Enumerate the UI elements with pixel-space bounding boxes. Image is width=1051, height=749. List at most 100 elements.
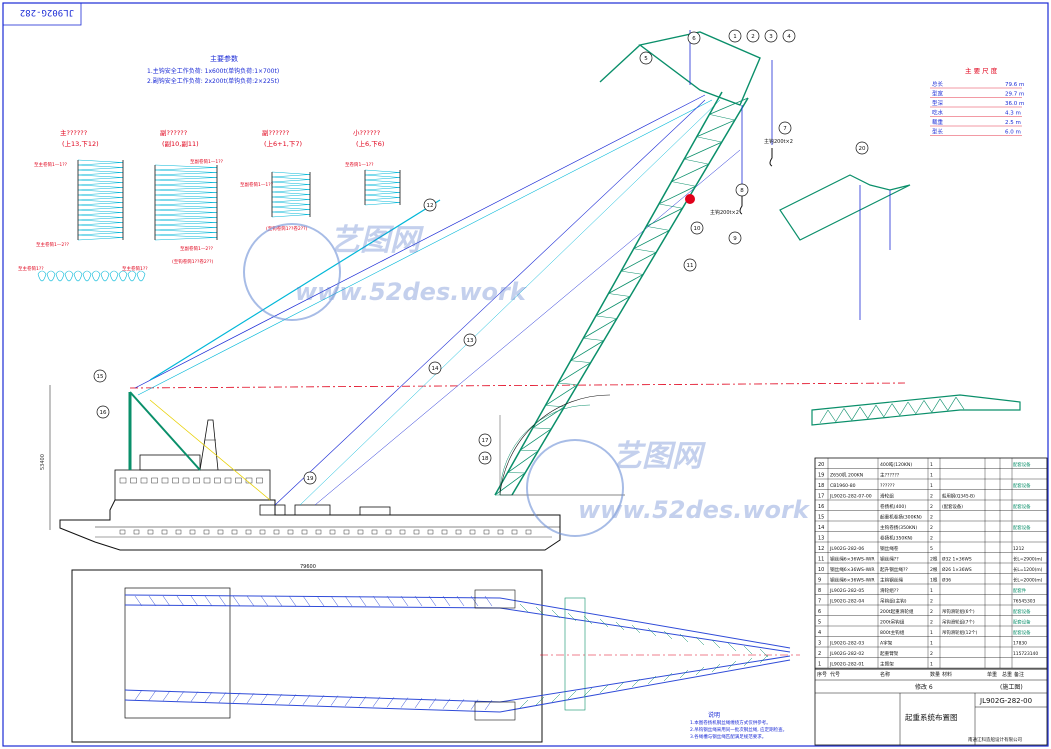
corner-code: JL902G-282	[20, 7, 74, 17]
parts-note: 17830	[1013, 641, 1027, 647]
jib-lacing-bar	[851, 406, 861, 420]
main-boom	[494, 91, 749, 496]
balloon-label: 13	[467, 338, 474, 344]
boom-lacing-bar	[583, 318, 618, 339]
parts-no: 4	[818, 630, 821, 636]
boom-lacing-bar	[608, 274, 644, 294]
plan-lacing-bar	[288, 595, 297, 607]
hull-port	[343, 529, 350, 535]
hull-port	[469, 529, 476, 535]
tag-b-top: 至副卷筒1—1??	[190, 158, 224, 165]
parts-qty: 1	[930, 630, 933, 636]
deckhouse-window	[172, 477, 179, 484]
balloon: 4	[782, 29, 796, 43]
hull-port	[441, 529, 448, 535]
parts-name: 主钩卷扬(350KN)	[880, 524, 917, 531]
parts-note: 长L=2900(m)	[1013, 556, 1043, 563]
plan-lacing-bar	[743, 657, 753, 667]
dims-row-value: 79.6 m	[1005, 82, 1024, 88]
parts-note: 配套设备	[1013, 608, 1031, 615]
plan-lacing-bar	[414, 595, 423, 607]
hook-tag-2: 主钩200t×2	[710, 209, 739, 216]
parts-material: 船用钢(Q345-B)	[942, 493, 975, 500]
parts-qty: 2	[930, 525, 933, 531]
hull-ports	[119, 529, 532, 535]
plan-lacing-bar	[176, 691, 185, 702]
balloon-circle	[690, 221, 704, 235]
plan-lacing-bar	[134, 689, 143, 701]
balloon-circle	[728, 29, 742, 43]
parts-qty: 2	[930, 651, 933, 657]
plan-lacing-bar	[148, 690, 157, 701]
reeving-loops	[37, 270, 146, 282]
hook-height-line	[129, 382, 906, 389]
reeving-wire	[77, 159, 124, 241]
deckhouse-window	[214, 477, 221, 484]
parts-note: 配套设备	[1013, 461, 1031, 468]
parts-header: 材料	[942, 671, 952, 678]
reeving-1-title: 主??????	[60, 128, 87, 137]
boom-lacing-bar	[570, 340, 604, 362]
parts-no: 20	[818, 462, 824, 468]
balloon-label: 11	[687, 263, 694, 269]
deckhouse-window	[130, 477, 137, 484]
hull-port	[455, 529, 462, 535]
balloon-label: 8	[740, 188, 744, 194]
balloon: 19	[303, 471, 317, 485]
plan-lacing-bar	[679, 669, 689, 679]
parts-qty: 2	[930, 504, 933, 510]
plan-lacing-bar	[330, 595, 339, 607]
dims-row-value: 4.3 m	[1005, 111, 1021, 117]
jib-lacing-bar	[859, 406, 869, 419]
dims-row-label: 总长	[932, 80, 944, 88]
plan-lacing-bar	[631, 624, 641, 634]
parts-name: A字架	[880, 640, 893, 647]
parts-qty: 1	[930, 662, 933, 668]
boom-lacing-bar	[583, 338, 604, 341]
plan-lacing-bar	[204, 595, 213, 607]
plan-lacing-bar	[176, 595, 185, 607]
parts-header: 名称	[880, 671, 890, 678]
jib-lacing-bar	[819, 409, 829, 424]
plan-lacing-bar	[302, 595, 311, 607]
plan-lacing-bar	[204, 691, 213, 703]
a-frame-strut	[129, 391, 201, 471]
dims-row-value: 2.5 m	[1005, 120, 1021, 126]
jib-lacing-bar	[915, 400, 925, 414]
parts-header: 备注	[1014, 671, 1024, 678]
params-line-2: 2.副钩安全工作负荷: 2x200t(单钩负荷:2×225t)	[147, 77, 279, 85]
parts-no: 1	[818, 662, 821, 668]
plan-lacing-bar	[232, 692, 241, 703]
tag-a-top: 至主卷筒1—1??	[34, 161, 68, 168]
boom-lacing-bar	[646, 226, 670, 231]
balloon-circle	[423, 198, 437, 212]
balloon: 7	[778, 121, 792, 135]
plan-lacing-bar	[162, 690, 171, 701]
plan-lacing-bar	[519, 699, 529, 709]
parts-name: 钢丝绳??	[880, 556, 899, 563]
parts-no: 16	[818, 504, 824, 510]
parts-note: 配套设备	[1013, 629, 1031, 636]
balloon: 3	[764, 29, 778, 43]
boom-head	[638, 31, 761, 106]
boom-lacing-bar	[595, 315, 617, 319]
plan-lacing-bar	[599, 684, 609, 694]
deckhouse-window	[140, 477, 148, 484]
parts-code: JL902G-282-06	[829, 546, 864, 552]
balloon-label: 17	[482, 438, 489, 444]
plan-lacing-bar	[567, 690, 577, 700]
hull-port	[189, 529, 196, 535]
a-frame-foot-1	[474, 589, 516, 609]
boom-marker	[685, 194, 695, 204]
parts-material: 吊钩滑轮组(7个)	[942, 619, 975, 626]
parts-code: Z650机 200KN	[830, 472, 863, 479]
boom-lacing-bar	[671, 181, 696, 187]
reeving-diagrams: 主?????? (上13,下12) 副?????? (副10,副11) 副???…	[18, 128, 401, 282]
plan-lacing-bar	[551, 693, 561, 703]
